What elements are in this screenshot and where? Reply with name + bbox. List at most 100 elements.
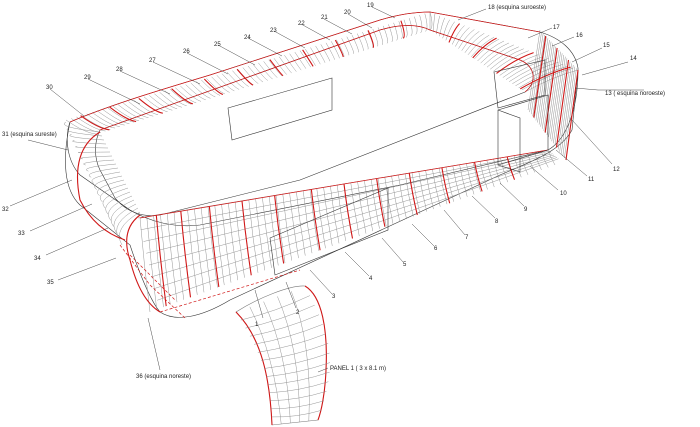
rib: [464, 33, 485, 53]
rib: [258, 62, 273, 80]
rib: [445, 166, 454, 202]
rib: [467, 35, 490, 55]
rib: [382, 25, 388, 44]
rib: [346, 36, 354, 54]
rib: [362, 31, 369, 50]
rib: [268, 196, 279, 266]
dashed-corner: [119, 244, 186, 319]
rib: [234, 202, 245, 278]
rib: [534, 36, 547, 119]
rib: [64, 121, 101, 133]
rib: [66, 127, 103, 137]
rib: [532, 34, 545, 117]
rib: [138, 98, 163, 114]
panel-1-right-edge: [304, 285, 327, 421]
red-frame: [519, 66, 571, 90]
label-18: 18 (esquina suroeste): [488, 5, 546, 11]
red-frame: [109, 106, 137, 123]
rib: [75, 146, 109, 149]
label-24: 24: [244, 35, 251, 41]
rib: [116, 207, 139, 239]
red-frame: [441, 167, 451, 204]
rib: [543, 46, 557, 131]
rib: [86, 113, 116, 129]
rib: [451, 25, 465, 45]
rib: [211, 76, 230, 93]
label-22: 22: [298, 21, 305, 27]
rib: [216, 75, 235, 92]
rib: [458, 29, 475, 49]
rib: [479, 161, 488, 190]
rib: [97, 110, 125, 126]
red-frame: [408, 173, 418, 216]
rib: [325, 42, 335, 60]
red-frame: [274, 195, 285, 264]
rib: [102, 109, 130, 124]
panel-rib: [268, 371, 330, 385]
label-19: 19: [367, 3, 374, 9]
panel-rib: [271, 410, 322, 418]
rib: [418, 171, 427, 212]
rib: [404, 173, 414, 217]
rib: [133, 99, 159, 115]
label-20: 20: [344, 10, 351, 16]
rib: [549, 53, 563, 140]
rib: [294, 51, 307, 69]
rib: [113, 203, 137, 233]
label-1: 1: [255, 322, 259, 328]
panel-rib: [271, 400, 325, 410]
panel-1-ribs: [240, 291, 331, 425]
rib: [175, 87, 197, 104]
rib: [206, 78, 225, 95]
rib: [160, 214, 171, 305]
rib: [561, 64, 574, 154]
label-27: 27: [149, 58, 156, 64]
rib: [551, 54, 564, 142]
rib: [470, 36, 495, 58]
rib: [232, 70, 249, 87]
rib: [76, 116, 106, 132]
red-frame: [80, 115, 110, 131]
label-21: 21: [321, 15, 328, 21]
facade-openings: [227, 59, 549, 276]
red-frame: [302, 49, 314, 67]
rib: [436, 15, 441, 35]
rib: [154, 93, 178, 109]
panel-rib: [270, 391, 327, 402]
label-35: 35: [47, 280, 54, 286]
red-frame: [533, 35, 547, 118]
rib: [77, 151, 111, 153]
rib: [336, 39, 345, 57]
rib: [474, 38, 500, 60]
rib: [490, 48, 524, 70]
rib: [97, 179, 125, 196]
red-frame: [544, 47, 558, 133]
outer-top-rim: [67, 11, 579, 226]
rib: [102, 187, 129, 209]
rib: [486, 160, 495, 188]
red-frame: [236, 68, 254, 86]
rib: [564, 68, 577, 158]
panel-rib-vertical: [263, 301, 291, 424]
dashed-base: [159, 269, 301, 313]
rib: [289, 53, 302, 71]
rib: [493, 50, 529, 72]
red-frame: [269, 59, 284, 77]
rib: [195, 81, 216, 98]
contour: [146, 153, 553, 254]
rib: [483, 44, 514, 66]
rib: [466, 163, 475, 195]
panel-rib: [240, 295, 311, 321]
rib: [377, 178, 387, 227]
red-frame: [400, 20, 405, 39]
rib: [108, 195, 133, 221]
rib: [452, 165, 461, 200]
rib: [247, 65, 264, 83]
rib: [341, 38, 350, 56]
label-2: 2: [296, 310, 300, 316]
panel-rib: [254, 324, 323, 345]
rib: [110, 199, 135, 227]
rib: [275, 195, 286, 264]
label-5: 5: [403, 262, 407, 268]
opening-right: [497, 94, 549, 166]
